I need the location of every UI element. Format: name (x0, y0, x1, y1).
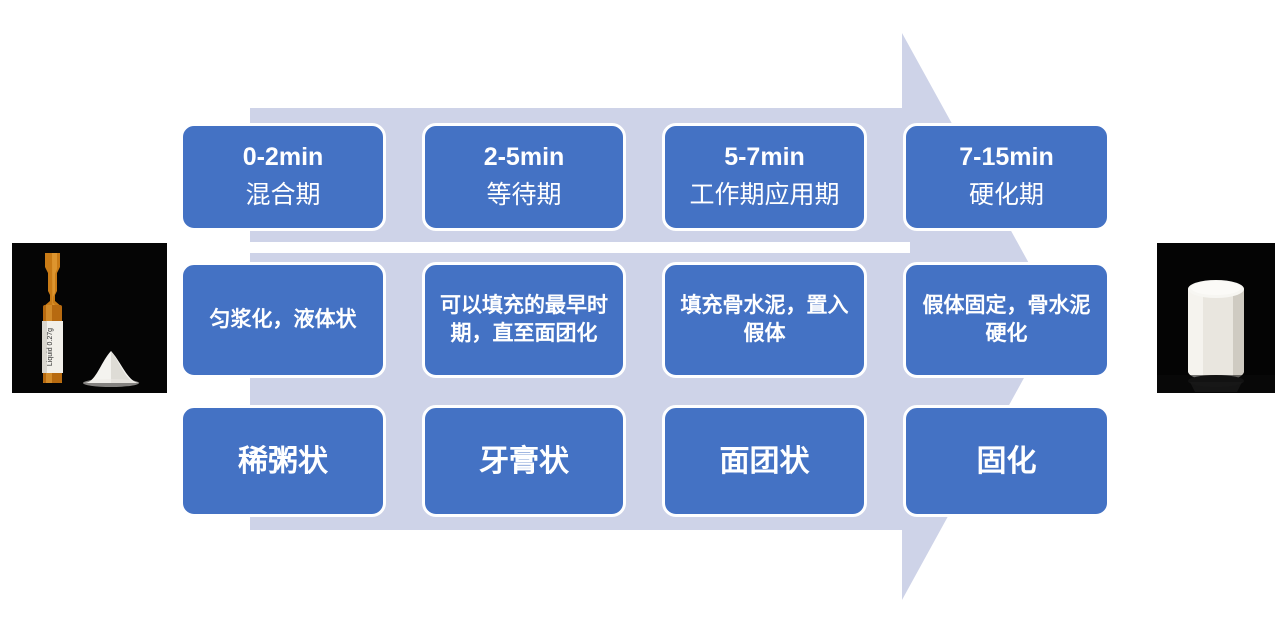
phase-time-2: 2-5min (483, 143, 565, 172)
phase-name-3: 工作期应用期 (689, 181, 840, 210)
phase-description-3: 填充骨水泥，置入假体 (680, 293, 849, 345)
phase-name-2: 等待期 (486, 181, 562, 210)
svg-text:Liquid 0.27g: Liquid 0.27g (47, 328, 54, 366)
phase-description-card-2[interactable]: 可以填充的最早时期，直至面团化 (422, 262, 626, 378)
phase-card-1[interactable]: 0-2min 混合期 (180, 123, 386, 231)
phase-state-2: 牙膏状 (479, 444, 569, 478)
phase-state-card-4[interactable]: 固化 (903, 405, 1110, 517)
phase-description-card-3[interactable]: 填充骨水泥，置入假体 (662, 262, 867, 378)
phase-description-card-1[interactable]: 匀浆化，液体状 (180, 262, 386, 378)
phase-name-1: 混合期 (245, 181, 321, 210)
phase-card-3[interactable]: 5-7min 工作期应用期 (662, 123, 867, 231)
phase-name-4: 硬化期 (968, 181, 1044, 210)
phase-state-card-3[interactable]: 面团状 (662, 405, 867, 517)
phase-card-2[interactable]: 2-5min 等待期 (422, 123, 626, 231)
phase-time-4: 7-15min (959, 143, 1054, 172)
photo-hardened-cylinder (1157, 243, 1275, 393)
phase-time-3: 5-7min (724, 143, 805, 172)
photo-liquid-and-powder: Liquid 0.27g (12, 243, 167, 393)
row-divider (250, 242, 910, 253)
phase-state-card-2[interactable]: 牙膏状 (422, 405, 626, 517)
phase-state-4: 固化 (976, 444, 1037, 478)
phase-state-1: 稀粥状 (238, 444, 328, 478)
phase-state-card-1[interactable]: 稀粥状 (180, 405, 386, 517)
phase-time-1: 0-2min (242, 143, 324, 172)
phase-description-2: 可以填充的最早时期，直至面团化 (440, 293, 608, 345)
phase-card-4[interactable]: 7-15min 硬化期 (903, 123, 1110, 231)
phase-description-1: 匀浆化，液体状 (209, 307, 357, 331)
phase-description-4: 假体固定，骨水泥硬化 (922, 293, 1091, 345)
phase-state-3: 面团状 (719, 444, 810, 478)
phase-description-card-4[interactable]: 假体固定，骨水泥硬化 (903, 262, 1110, 378)
